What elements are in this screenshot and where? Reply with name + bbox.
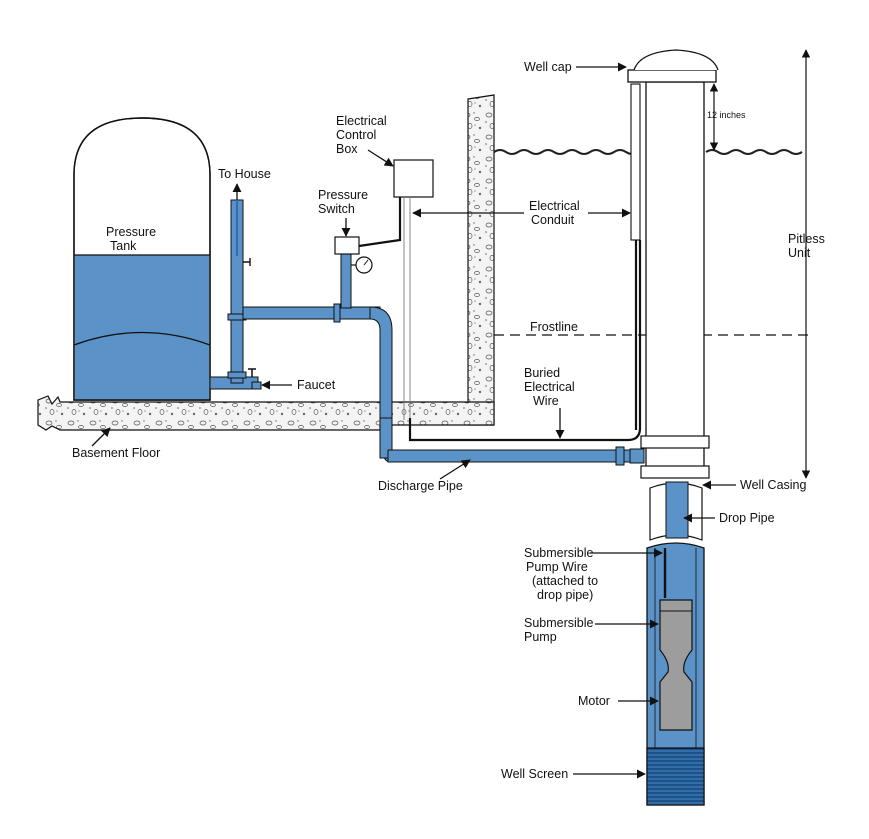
switch-wire (358, 197, 402, 248)
svg-text:Conduit: Conduit (531, 213, 575, 227)
label-submersible-pump-wire: Submersible Pump Wire (attached to drop … (524, 546, 663, 602)
svg-text:drop pipe): drop pipe) (537, 588, 593, 602)
label-basement-floor: Basement Floor (72, 427, 160, 460)
svg-text:Well cap: Well cap (524, 60, 572, 74)
label-well-screen: Well Screen (501, 767, 646, 781)
svg-text:Wire: Wire (533, 394, 559, 408)
label-electrical-conduit: Electrical Conduit (412, 199, 631, 227)
label-motor: Motor (578, 694, 659, 708)
label-drop-pipe: Drop Pipe (683, 511, 775, 525)
svg-text:Tank: Tank (110, 239, 137, 253)
label-buried-electrical-wire: Buried Electrical Wire (524, 366, 575, 439)
svg-text:Drop Pipe: Drop Pipe (719, 511, 775, 525)
label-electrical-control-box: Electrical Control Box (336, 114, 394, 167)
svg-text:Well Screen: Well Screen (501, 767, 568, 781)
svg-text:Submersible: Submersible (524, 616, 594, 630)
well-cap (627, 69, 717, 83)
svg-text:Electrical: Electrical (529, 199, 580, 213)
submersible-pump (659, 599, 693, 731)
ground-line (493, 149, 803, 155)
basement-wall (467, 94, 495, 426)
svg-text:Pump Wire: Pump Wire (526, 560, 588, 574)
label-pressure-switch: Pressure Switch (318, 188, 368, 237)
label-well-casing: Well Casing (702, 478, 807, 492)
svg-text:Pitless: Pitless (788, 232, 825, 246)
pressure-switch (334, 236, 360, 255)
svg-text:Unit: Unit (788, 246, 811, 260)
svg-text:Pressure: Pressure (106, 225, 156, 239)
pressure-tank-water (75, 255, 209, 400)
horizontal-supply-pipe (242, 306, 381, 320)
svg-text:Buried: Buried (524, 366, 560, 380)
svg-text:Control: Control (336, 128, 376, 142)
conduit-tube (630, 83, 641, 241)
svg-text:Electrical: Electrical (524, 380, 575, 394)
svg-text:Submersible: Submersible (524, 546, 594, 560)
svg-text:Electrical: Electrical (336, 114, 387, 128)
label-pitless-unit: Pitless Unit (788, 232, 825, 260)
svg-text:Basement Floor: Basement Floor (72, 446, 160, 460)
label-frostline: Frostline (530, 320, 578, 334)
label-to-house: To House (218, 167, 271, 200)
svg-text:Switch: Switch (318, 202, 355, 216)
svg-text:Well Casing: Well Casing (740, 478, 807, 492)
svg-text:Pump: Pump (524, 630, 557, 644)
well-casing-upper (645, 81, 705, 475)
electrical-control-box (393, 159, 434, 198)
label-pressure-tank: Pressure Tank (106, 225, 156, 253)
svg-text:Motor: Motor (578, 694, 610, 708)
svg-text:To House: To House (218, 167, 271, 181)
label-well-cap: Well cap (524, 60, 627, 74)
buried-electrical-wire-line (408, 240, 642, 442)
svg-text:Pressure: Pressure (318, 188, 368, 202)
label-discharge-pipe: Discharge Pipe (378, 459, 471, 493)
svg-text:(attached to: (attached to (532, 574, 598, 588)
label-submersible-pump: Submersible Pump (524, 616, 659, 644)
svg-text:Box: Box (336, 142, 358, 156)
well-screen (646, 747, 705, 806)
faucet-valve (248, 368, 256, 377)
label-12-inches: 12 inches (707, 110, 746, 120)
svg-text:Faucet: Faucet (297, 378, 336, 392)
drop-pipe (665, 481, 689, 539)
label-faucet: Faucet (261, 378, 336, 392)
svg-text:Discharge Pipe: Discharge Pipe (378, 479, 463, 493)
basement-floor-slab (37, 395, 495, 431)
